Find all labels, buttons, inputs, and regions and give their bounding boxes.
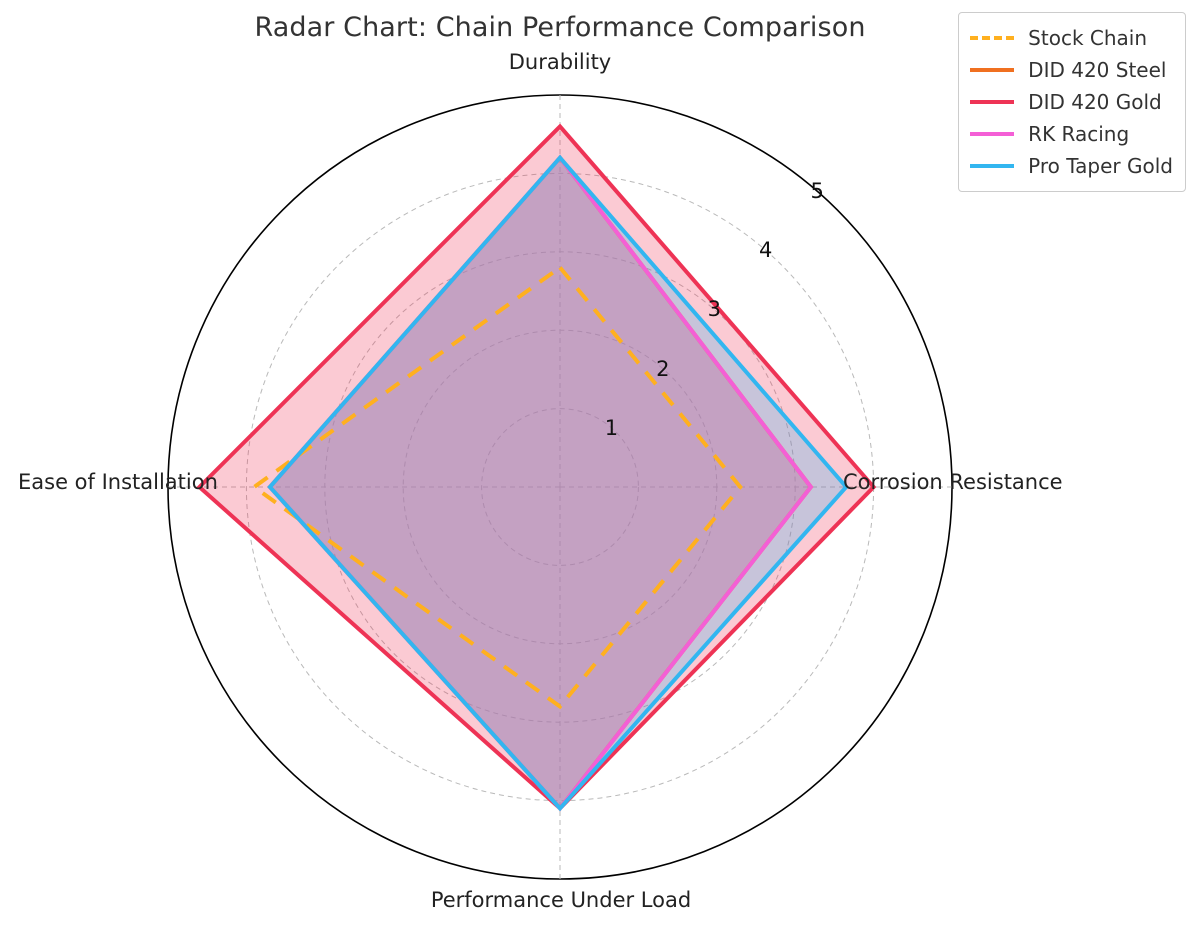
radial-tick-label: 2 <box>656 356 670 381</box>
radar-area-fill <box>269 157 811 809</box>
legend-label: Stock Chain <box>1028 26 1148 50</box>
legend-label: DID 420 Steel <box>1028 58 1167 82</box>
legend-item[interactable]: RK Racing <box>970 118 1173 150</box>
radar-series-line <box>267 154 849 812</box>
legend-item[interactable]: DID 420 Steel <box>970 54 1173 86</box>
chart-title: Radar Chart: Chain Performance Compariso… <box>254 12 866 43</box>
legend-swatch-stock-chain <box>970 36 1015 40</box>
chart-legend: Stock Chain DID 420 Steel DID 420 Gold R… <box>958 12 1186 192</box>
radar-area-fill <box>269 157 811 809</box>
legend-label: DID 420 Gold <box>1028 90 1162 114</box>
axis-label-performance-under-load: Performance Under Load <box>430 888 692 912</box>
legend-item[interactable]: Pro Taper Gold <box>970 150 1173 182</box>
radial-tick-label: 1 <box>604 415 619 440</box>
grid-circle <box>481 408 639 566</box>
radial-tick-label: 4 <box>759 238 773 263</box>
legend-swatch-did-420-gold <box>970 100 1015 104</box>
legend-label: Pro Taper Gold <box>1028 154 1173 178</box>
axis-label-corrosion-resistance: Corrosion Resistance <box>843 470 1063 494</box>
legend-item[interactable]: DID 420 Gold <box>970 86 1173 118</box>
legend-swatch-did-420-steel <box>970 68 1015 72</box>
legend-swatch-rk-racing <box>970 132 1015 136</box>
radial-tick-label: 3 <box>707 297 721 322</box>
legend-swatch-pro-taper-gold <box>970 164 1015 168</box>
radar-area-fill <box>199 126 874 809</box>
legend-label: RK Racing <box>1028 122 1130 146</box>
legend-item[interactable]: Stock Chain <box>970 22 1173 54</box>
axis-label-durability: Durability <box>508 50 612 74</box>
radial-tick-label: 5 <box>810 179 824 204</box>
radar-series-layer <box>196 123 877 812</box>
radar-series-line <box>250 264 743 710</box>
axis-label-ease-of-installation: Ease of Installation <box>18 470 218 494</box>
